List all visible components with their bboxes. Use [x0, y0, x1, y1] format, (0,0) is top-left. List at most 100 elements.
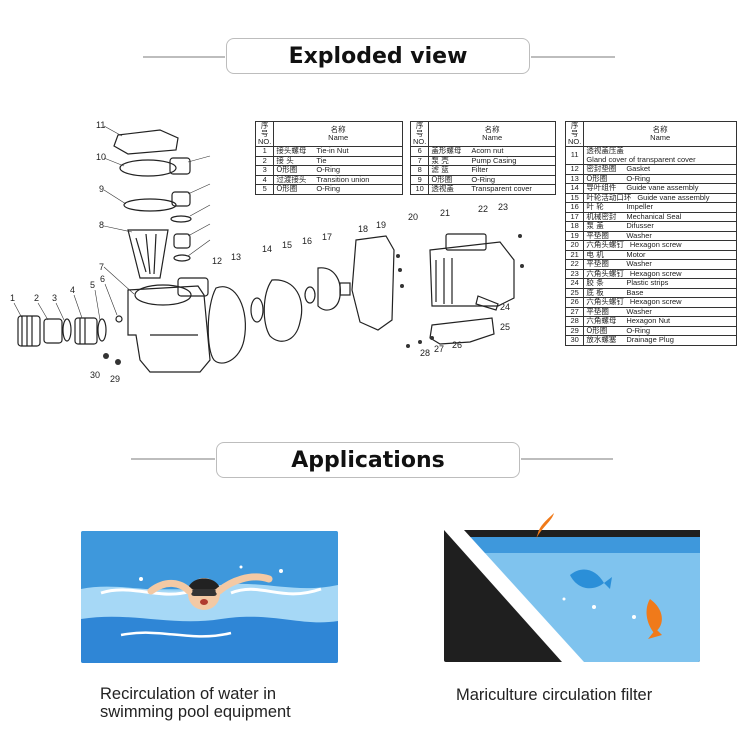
callout-30: 30: [90, 370, 100, 380]
part-name-cn: 叶轮活动口环: [586, 192, 632, 202]
callout-19: 19: [376, 220, 386, 230]
part-name-en: Tie-in Nut: [316, 146, 349, 155]
callout-2: 2: [34, 293, 39, 303]
swim-cap: [188, 578, 220, 589]
part-number: 22: [564, 259, 585, 270]
o-ring-9-part: [123, 198, 177, 212]
part-name: 六角头螺钉 Hexagon screw: [583, 297, 737, 308]
part-name-cn: 六角头螺钉: [586, 297, 624, 306]
callout-17: 17: [322, 232, 332, 242]
part-name-cn: 六角头螺钉: [586, 240, 624, 249]
part-name-en: O-Ring: [626, 325, 651, 335]
part-name-en: Impeller: [626, 202, 654, 211]
part-name-en: Filter: [471, 165, 489, 174]
part-name-en: Hexagon Nut: [626, 316, 671, 325]
tie-top-part: [171, 191, 191, 207]
exploded-diagram: 1 2 3 4 5 6 7 8 9 10 11 12 13 14 15 16 1…: [10, 120, 524, 384]
callout-28: 28: [420, 348, 430, 358]
goggles: [191, 589, 217, 596]
part-name-en: Hexagon screw: [629, 240, 682, 249]
caption-swimming-pool-line1: Recirculation of water in: [100, 685, 277, 703]
caption-mariculture: Mariculture circulation filter: [456, 686, 716, 704]
part-name-cn: O形圈: [276, 165, 298, 174]
motor-part: [429, 241, 515, 307]
plastic-strip-part: [475, 295, 499, 311]
callout-18: 18: [358, 224, 368, 234]
part-number: 20: [564, 240, 585, 251]
pump-casing-part: [127, 285, 211, 373]
part-name-en: Hexagon screw: [629, 297, 682, 306]
gasket-part: [207, 286, 246, 364]
part-name: O形圈 O-Ring: [273, 184, 403, 195]
part-name-cn: 接头螺母: [276, 146, 307, 155]
mechanical-seal-part: [339, 282, 351, 296]
part-number: 18: [564, 221, 585, 232]
part-name-cn: 平垫圈: [586, 230, 609, 240]
diffuser-part: [351, 235, 395, 331]
callout-11: 11: [96, 120, 105, 130]
part-name-en: O-Ring: [471, 174, 496, 184]
tie-in-nut-part: [17, 315, 41, 347]
part-number: 10: [409, 184, 430, 195]
part-name-cn: 泵 壳: [431, 155, 449, 165]
callout-22: 22: [478, 204, 488, 214]
applications-title: Applications: [216, 442, 520, 478]
divider-left-1: [143, 56, 225, 58]
guide-vane-ring-part: [304, 286, 316, 304]
callout-23: 23: [498, 202, 508, 212]
part-name-cn: 透视盖压盖: [586, 146, 624, 155]
part-name-en: O-Ring: [316, 184, 341, 193]
swimming-pool-image: [81, 531, 338, 663]
pond-water: [452, 537, 700, 662]
divider-right-2: [521, 458, 613, 460]
exploded-view-title: Exploded view: [226, 38, 530, 74]
part-number: 8: [409, 165, 430, 176]
o-ring-5-part: [97, 318, 107, 342]
part-number: 16: [564, 202, 585, 213]
part-name-cn: 导叶组件: [586, 183, 617, 192]
part-number: 5: [254, 184, 275, 195]
part-number: 12: [564, 164, 585, 175]
callout-9: 9: [99, 184, 104, 194]
callout-5: 5: [90, 280, 95, 290]
part-name: 接头螺母 Tie-in Nut: [273, 146, 403, 157]
part-name-en: Difusser: [626, 221, 654, 230]
part-name-en: O-Ring: [626, 173, 651, 183]
part-name-cn: 放水螺塞: [586, 335, 617, 344]
part-number: 30: [564, 335, 585, 346]
caption-mariculture-line1: Mariculture circulation filter: [456, 686, 653, 704]
part-name-en: Pump Casing: [471, 155, 517, 165]
callout-24: 24: [500, 302, 510, 312]
guide-vane-part: [263, 279, 303, 342]
part-number: 14: [564, 183, 585, 194]
part-name-en: Gland cover of transparent cover: [586, 154, 696, 164]
impeller-part: [317, 267, 341, 311]
callout-13: 13: [231, 252, 241, 262]
part-name-cn: O形圈: [276, 184, 298, 193]
part-name-en: Transition union: [316, 174, 370, 184]
fish-jumping-icon: [536, 513, 554, 539]
part-name-cn: O形圈: [586, 173, 608, 183]
